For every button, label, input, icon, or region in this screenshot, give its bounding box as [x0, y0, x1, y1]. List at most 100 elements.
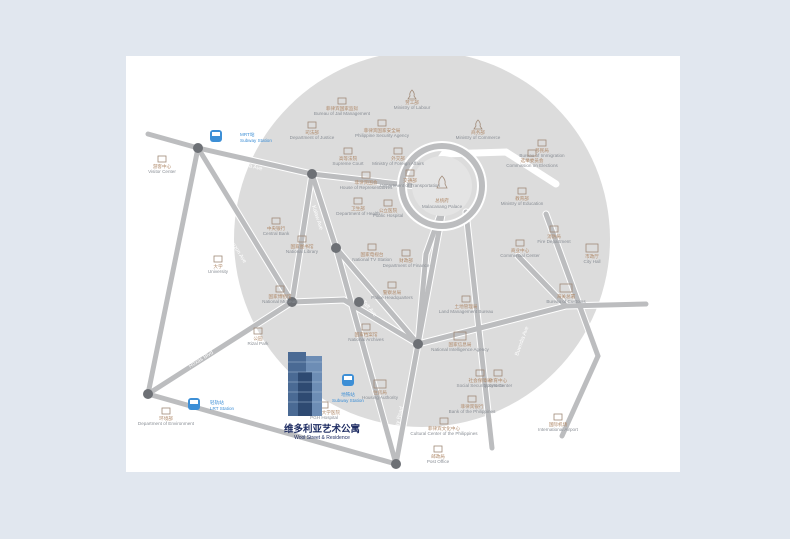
building-icon [271, 217, 281, 225]
poi-label-zh: 菲律宾文化中心 [428, 425, 461, 432]
poi-label-en: Rizal Park [248, 341, 270, 346]
poi-label-zh: 大学 [213, 263, 223, 270]
poi-label-zh: 卫生部 [351, 205, 365, 212]
building-icon [439, 417, 449, 425]
poi-label-zh: 商业中心 [511, 247, 530, 254]
museum-icon [559, 283, 573, 293]
poi-label-en: Land Management Bureau [439, 309, 494, 314]
museum-icon [373, 379, 387, 389]
building-icon [553, 413, 563, 421]
mrt-station[interactable]: MRT站 Subway Station [210, 130, 272, 143]
poi-label-zh: 教育部 [515, 195, 529, 202]
junction-node [391, 459, 401, 469]
bell-icon [473, 119, 483, 130]
poi-label-en: Sports Center [484, 383, 513, 388]
poi-label-zh: 中央银行 [267, 225, 286, 232]
poi-label-zh: 菲律宾国会 [355, 179, 378, 186]
poi-label-zh: 国际机场 [549, 421, 568, 428]
poi-label-en: Bureau of Customs [546, 299, 586, 304]
poi-label-en: Cultural Center of the Philippines [410, 431, 478, 436]
building-icon [405, 169, 415, 177]
museum-icon [453, 331, 467, 341]
poi-label-zh: 公园 [253, 336, 263, 342]
junction-node [193, 143, 203, 153]
poi-label-zh: 菲律宾银行 [461, 403, 484, 410]
poi-label-zh: 国家档案馆 [355, 331, 378, 338]
poi-label-en: Commission on Elections [506, 163, 558, 168]
building-icon [527, 149, 537, 157]
roundabout-label-en: Malacanang Palace [422, 204, 463, 209]
building-icon [461, 295, 471, 303]
road-label: Roxas Blvd [188, 350, 215, 370]
building-icon [467, 395, 477, 403]
poi-label-en: Department of Justice [290, 135, 335, 140]
station-label-en: Subway Station [332, 398, 364, 403]
poi-label-zh: 警察总局 [383, 289, 402, 296]
poi-label-zh: 市政厅 [585, 253, 599, 260]
junction-node [143, 389, 153, 399]
museum-icon [585, 243, 599, 253]
poi-label-zh: 菲律宾国家监狱 [326, 105, 359, 112]
poi-label-en: House of Representatives [340, 185, 394, 190]
poi-label-en: Bureau of Immigration [519, 153, 565, 158]
poi-label-en: Bureau of Jail Management [314, 111, 371, 116]
project-title-en: Wool Street & Residence [294, 435, 350, 441]
poi-label-en: National Library [286, 249, 319, 254]
poi-label-en: Social Security System [457, 383, 504, 388]
poi-label-zh: 高等法院 [339, 155, 358, 162]
building-icon [275, 285, 285, 293]
poi-label-en: City Hall [583, 259, 600, 264]
subway-station[interactable]: 地铁站 Subway Station [332, 374, 364, 403]
station-label-zh: MRT站 [240, 131, 255, 138]
poi-label-en: Commercial Center [500, 253, 540, 258]
poi-label-zh: 移民局 [535, 147, 549, 154]
poi-label-zh: 国家图书馆 [291, 243, 314, 250]
poi-label-zh: 劳工部 [405, 99, 419, 106]
junction-node [331, 243, 341, 253]
district-map[interactable]: 总统府 Malacanang Palace Manila Ave Quezon … [126, 56, 680, 472]
lrt-station[interactable]: 轻轨站 LRT Station [188, 398, 235, 411]
building-icon [387, 281, 397, 289]
poi-label-zh: 公立医院 [379, 207, 398, 214]
featured-tower[interactable]: 维多利亚艺术公寓 Wool Street & Residence [284, 352, 360, 441]
road-lines [145, 131, 649, 467]
